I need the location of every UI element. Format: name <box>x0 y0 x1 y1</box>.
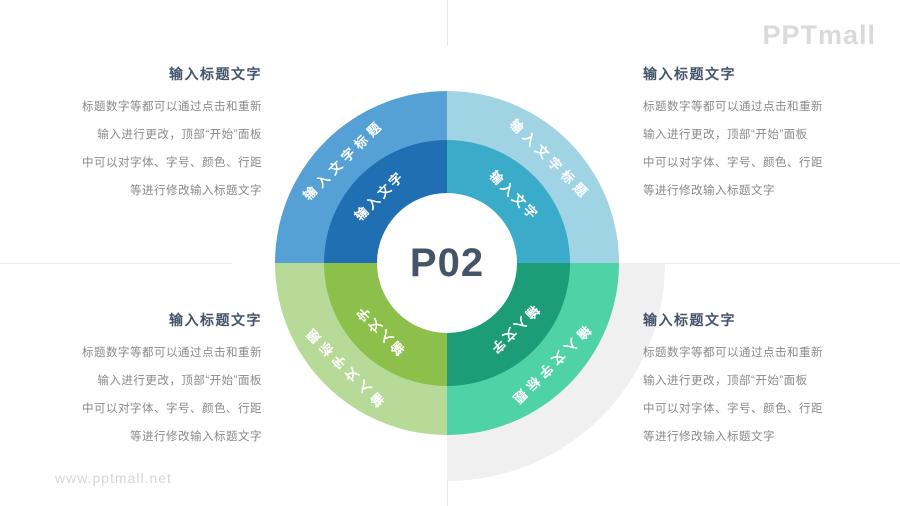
guide-line-horizontal-right <box>664 263 900 264</box>
block-body-line: 标题数字等都可以通过点击和重新 <box>82 347 262 359</box>
guide-line-vertical-top <box>447 0 448 46</box>
watermark-url: www.pptmall.net <box>55 470 172 486</box>
text-block-bottom-right: 输入标题文字 标题数字等都可以通过点击和重新 输入进行更改，顶部“开始”面板 中… <box>643 310 839 451</box>
block-body: 标题数字等都可以通过点击和重新 输入进行更改，顶部“开始”面板 中可以对字体、字… <box>66 93 262 205</box>
block-body: 标题数字等都可以通过点击和重新 输入进行更改，顶部“开始”面板 中可以对字体、字… <box>643 339 839 451</box>
center-circle: P02 <box>377 193 517 333</box>
text-block-bottom-left: 输入标题文字 标题数字等都可以通过点击和重新 输入进行更改，顶部“开始”面板 中… <box>66 310 262 451</box>
block-title: 输入标题文字 <box>169 312 262 328</box>
block-body-line: 中可以对字体、字号、颜色、行距 <box>82 157 262 169</box>
block-body-line: 中可以对字体、字号、颜色、行距 <box>82 403 262 415</box>
center-label: P02 <box>409 240 485 285</box>
text-block-top-left: 输入标题文字 标题数字等都可以通过点击和重新 输入进行更改，顶部“开始”面板 中… <box>66 64 262 205</box>
block-body-line: 标题数字等都可以通过点击和重新 <box>643 101 823 113</box>
block-body-line: 输入进行更改，顶部“开始”面板 <box>97 129 262 141</box>
block-body-line: 输入进行更改，顶部“开始”面板 <box>643 129 808 141</box>
block-body: 标题数字等都可以通过点击和重新 输入进行更改，顶部“开始”面板 中可以对字体、字… <box>66 339 262 451</box>
block-body-line: 等进行修改输入标题文字 <box>643 185 775 197</box>
guide-line-horizontal-left <box>0 263 232 264</box>
block-title: 输入标题文字 <box>169 66 262 82</box>
block-body-line: 等进行修改输入标题文字 <box>643 431 775 443</box>
block-body-line: 中可以对字体、字号、颜色、行距 <box>643 157 823 169</box>
block-body-line: 输入进行更改，顶部“开始”面板 <box>97 375 262 387</box>
block-title: 输入标题文字 <box>643 312 736 328</box>
block-body-line: 标题数字等都可以通过点击和重新 <box>82 101 262 113</box>
block-body-line: 标题数字等都可以通过点击和重新 <box>643 347 823 359</box>
block-body-line: 输入进行更改，顶部“开始”面板 <box>643 375 808 387</box>
pptmall-logo: PPTmall <box>762 20 876 50</box>
block-body-line: 中可以对字体、字号、颜色、行距 <box>643 403 823 415</box>
block-title: 输入标题文字 <box>643 66 736 82</box>
block-body-line: 等进行修改输入标题文字 <box>130 431 262 443</box>
text-block-top-right: 输入标题文字 标题数字等都可以通过点击和重新 输入进行更改，顶部“开始”面板 中… <box>643 64 839 205</box>
block-body: 标题数字等都可以通过点击和重新 输入进行更改，顶部“开始”面板 中可以对字体、字… <box>643 93 839 205</box>
block-body-line: 等进行修改输入标题文字 <box>130 185 262 197</box>
